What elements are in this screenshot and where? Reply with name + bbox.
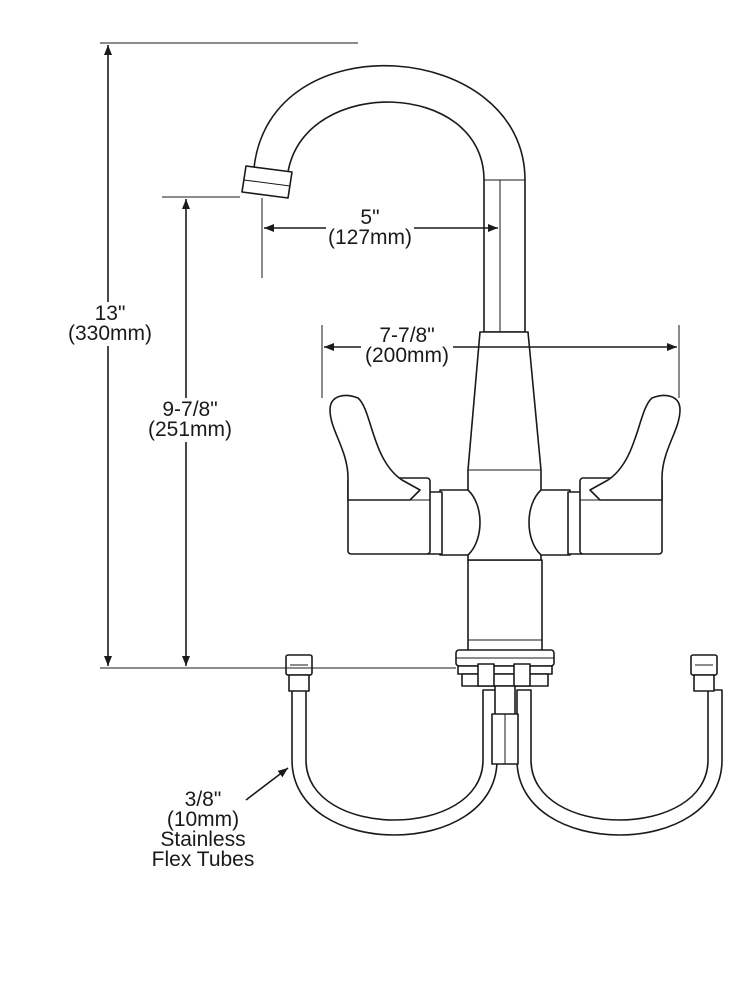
handle-span-imperial: 7-7/8" — [379, 324, 435, 347]
spout-height-label: 9-7/8" (251mm) — [147, 398, 233, 442]
handle-span-metric: (200mm) — [364, 344, 450, 367]
overall-height-metric: (330mm) — [67, 322, 153, 345]
spout-reach-metric: (127mm) — [327, 226, 413, 249]
flex-tube-right — [516, 654, 723, 836]
faucet-body — [467, 331, 542, 561]
faucet-shank — [455, 559, 555, 765]
flex-tubes-callout: 3/8" (10mm) Stainless Flex Tubes — [151, 788, 255, 871]
callout-material: Stainless — [160, 828, 246, 851]
right-valve-handle — [528, 394, 681, 556]
gooseneck-spout — [241, 64, 526, 333]
spout-height-imperial: 9-7/8" — [162, 398, 218, 421]
callout-size-imperial: 3/8" — [184, 788, 222, 811]
overall-height-imperial: 13" — [94, 302, 126, 325]
spout-reach-imperial: 5" — [360, 206, 380, 229]
spout-reach-label: 5" (127mm) — [325, 206, 415, 249]
overall-height-label: 13" (330mm) — [67, 302, 153, 346]
spout-height-metric: (251mm) — [147, 418, 233, 441]
left-valve-handle — [329, 394, 481, 556]
extension-lines — [100, 42, 680, 669]
callout-part: Flex Tubes — [151, 848, 255, 871]
callout-size-metric: (10mm) — [166, 808, 240, 831]
handle-span-label: 7-7/8" (200mm) — [360, 324, 454, 367]
